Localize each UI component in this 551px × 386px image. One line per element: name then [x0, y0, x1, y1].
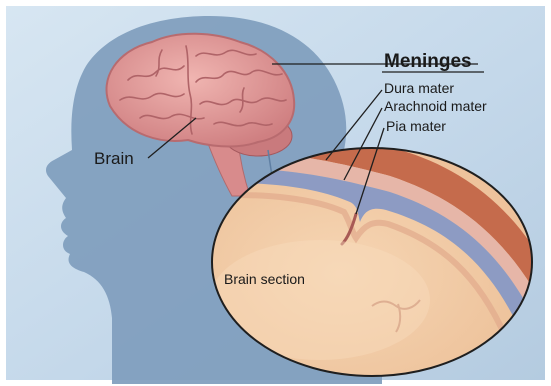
dura-mater-label: Dura mater: [384, 80, 454, 96]
pia-mater-label: Pia mater: [386, 118, 446, 134]
brain-section-label: Brain section: [224, 271, 305, 287]
brain-label: Brain: [94, 149, 134, 168]
meninges-label: Meninges: [384, 51, 472, 72]
arachnoid-mater-label: Arachnoid mater: [384, 98, 487, 114]
